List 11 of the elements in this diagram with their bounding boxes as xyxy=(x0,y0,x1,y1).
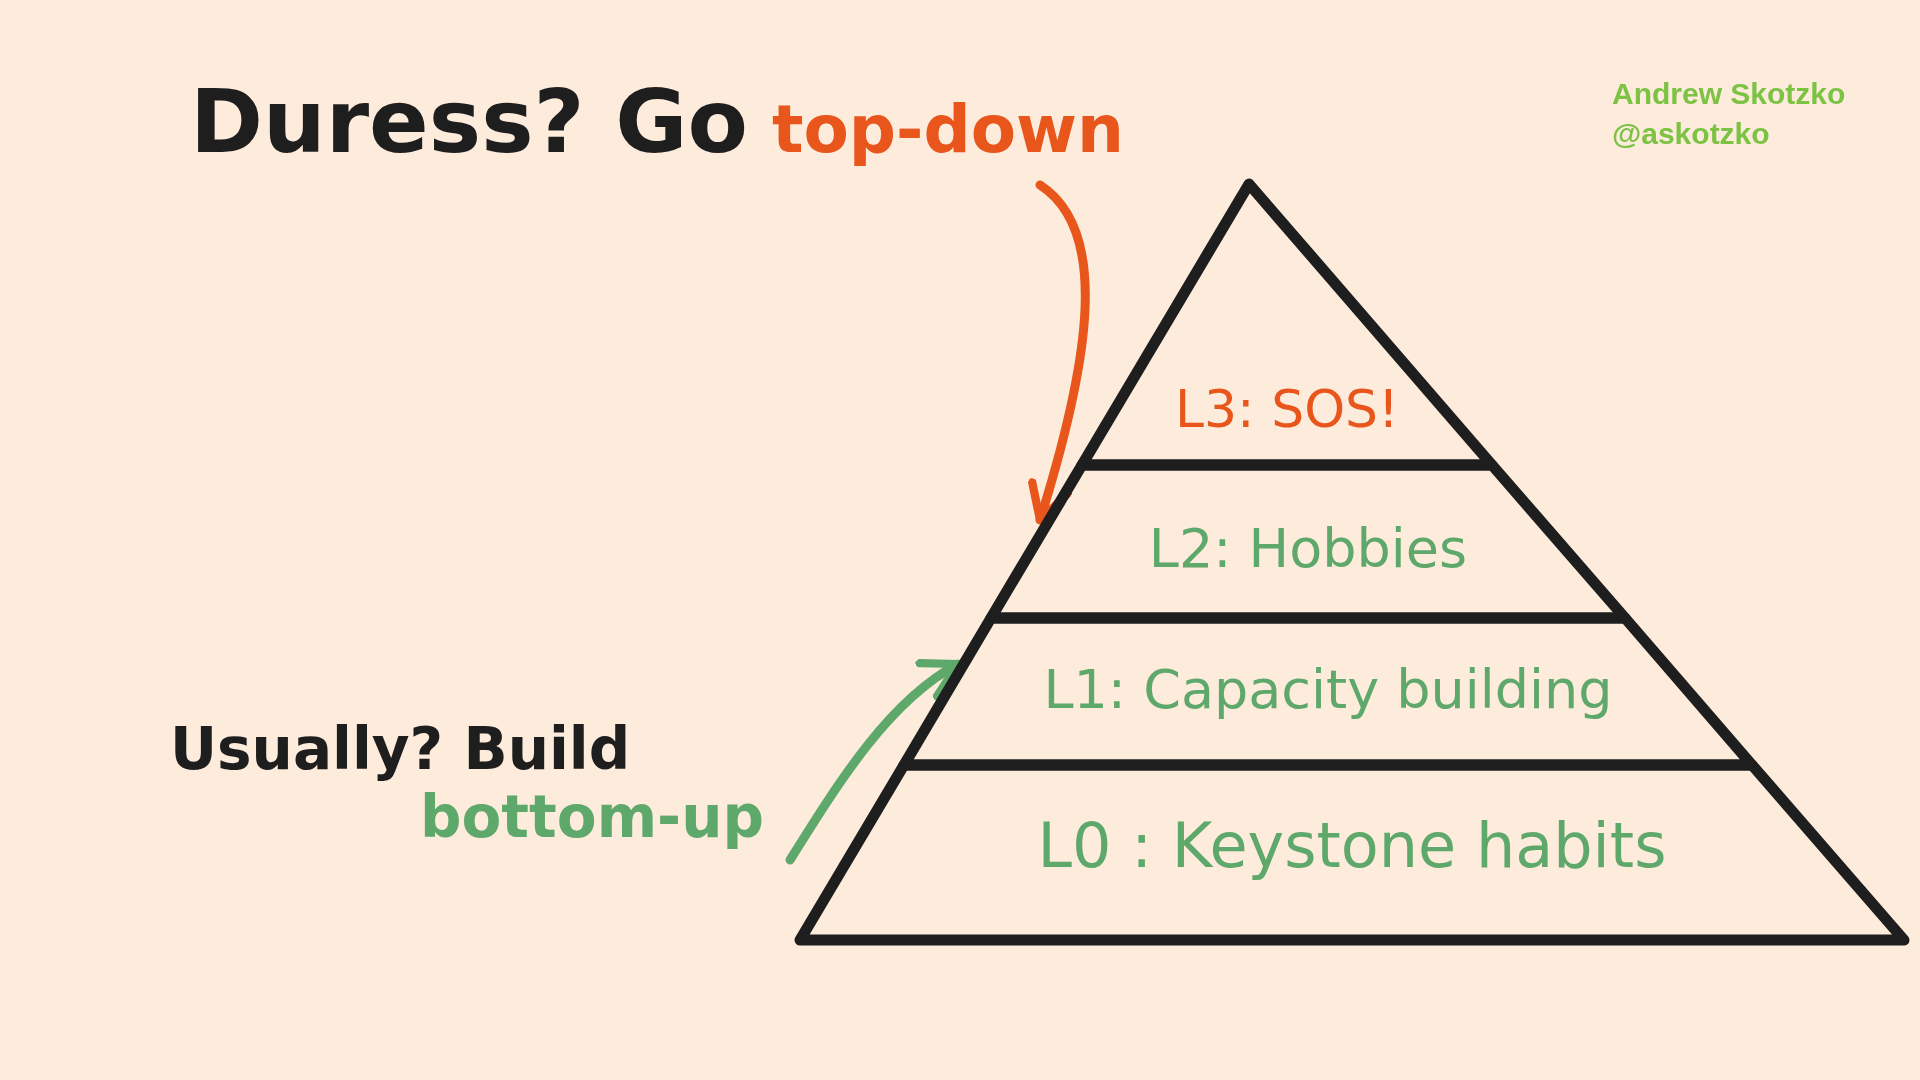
level-label: L1: Capacity building xyxy=(1043,658,1613,721)
level-label: L0 : Keystone habits xyxy=(1037,809,1667,882)
level-label: L3: SOS! xyxy=(1175,379,1399,439)
note-text: bottom-up xyxy=(420,783,764,851)
level-label: L2: Hobbies xyxy=(1148,517,1468,580)
arrow xyxy=(1027,180,1090,525)
author-credit: Andrew Skotzko xyxy=(1612,77,1846,110)
heading-text: top-down xyxy=(771,91,1124,168)
heading-text: Duress? Go xyxy=(190,70,748,173)
author-credit: @askotzko xyxy=(1612,117,1770,150)
note-text: Usually? Build xyxy=(170,715,631,783)
